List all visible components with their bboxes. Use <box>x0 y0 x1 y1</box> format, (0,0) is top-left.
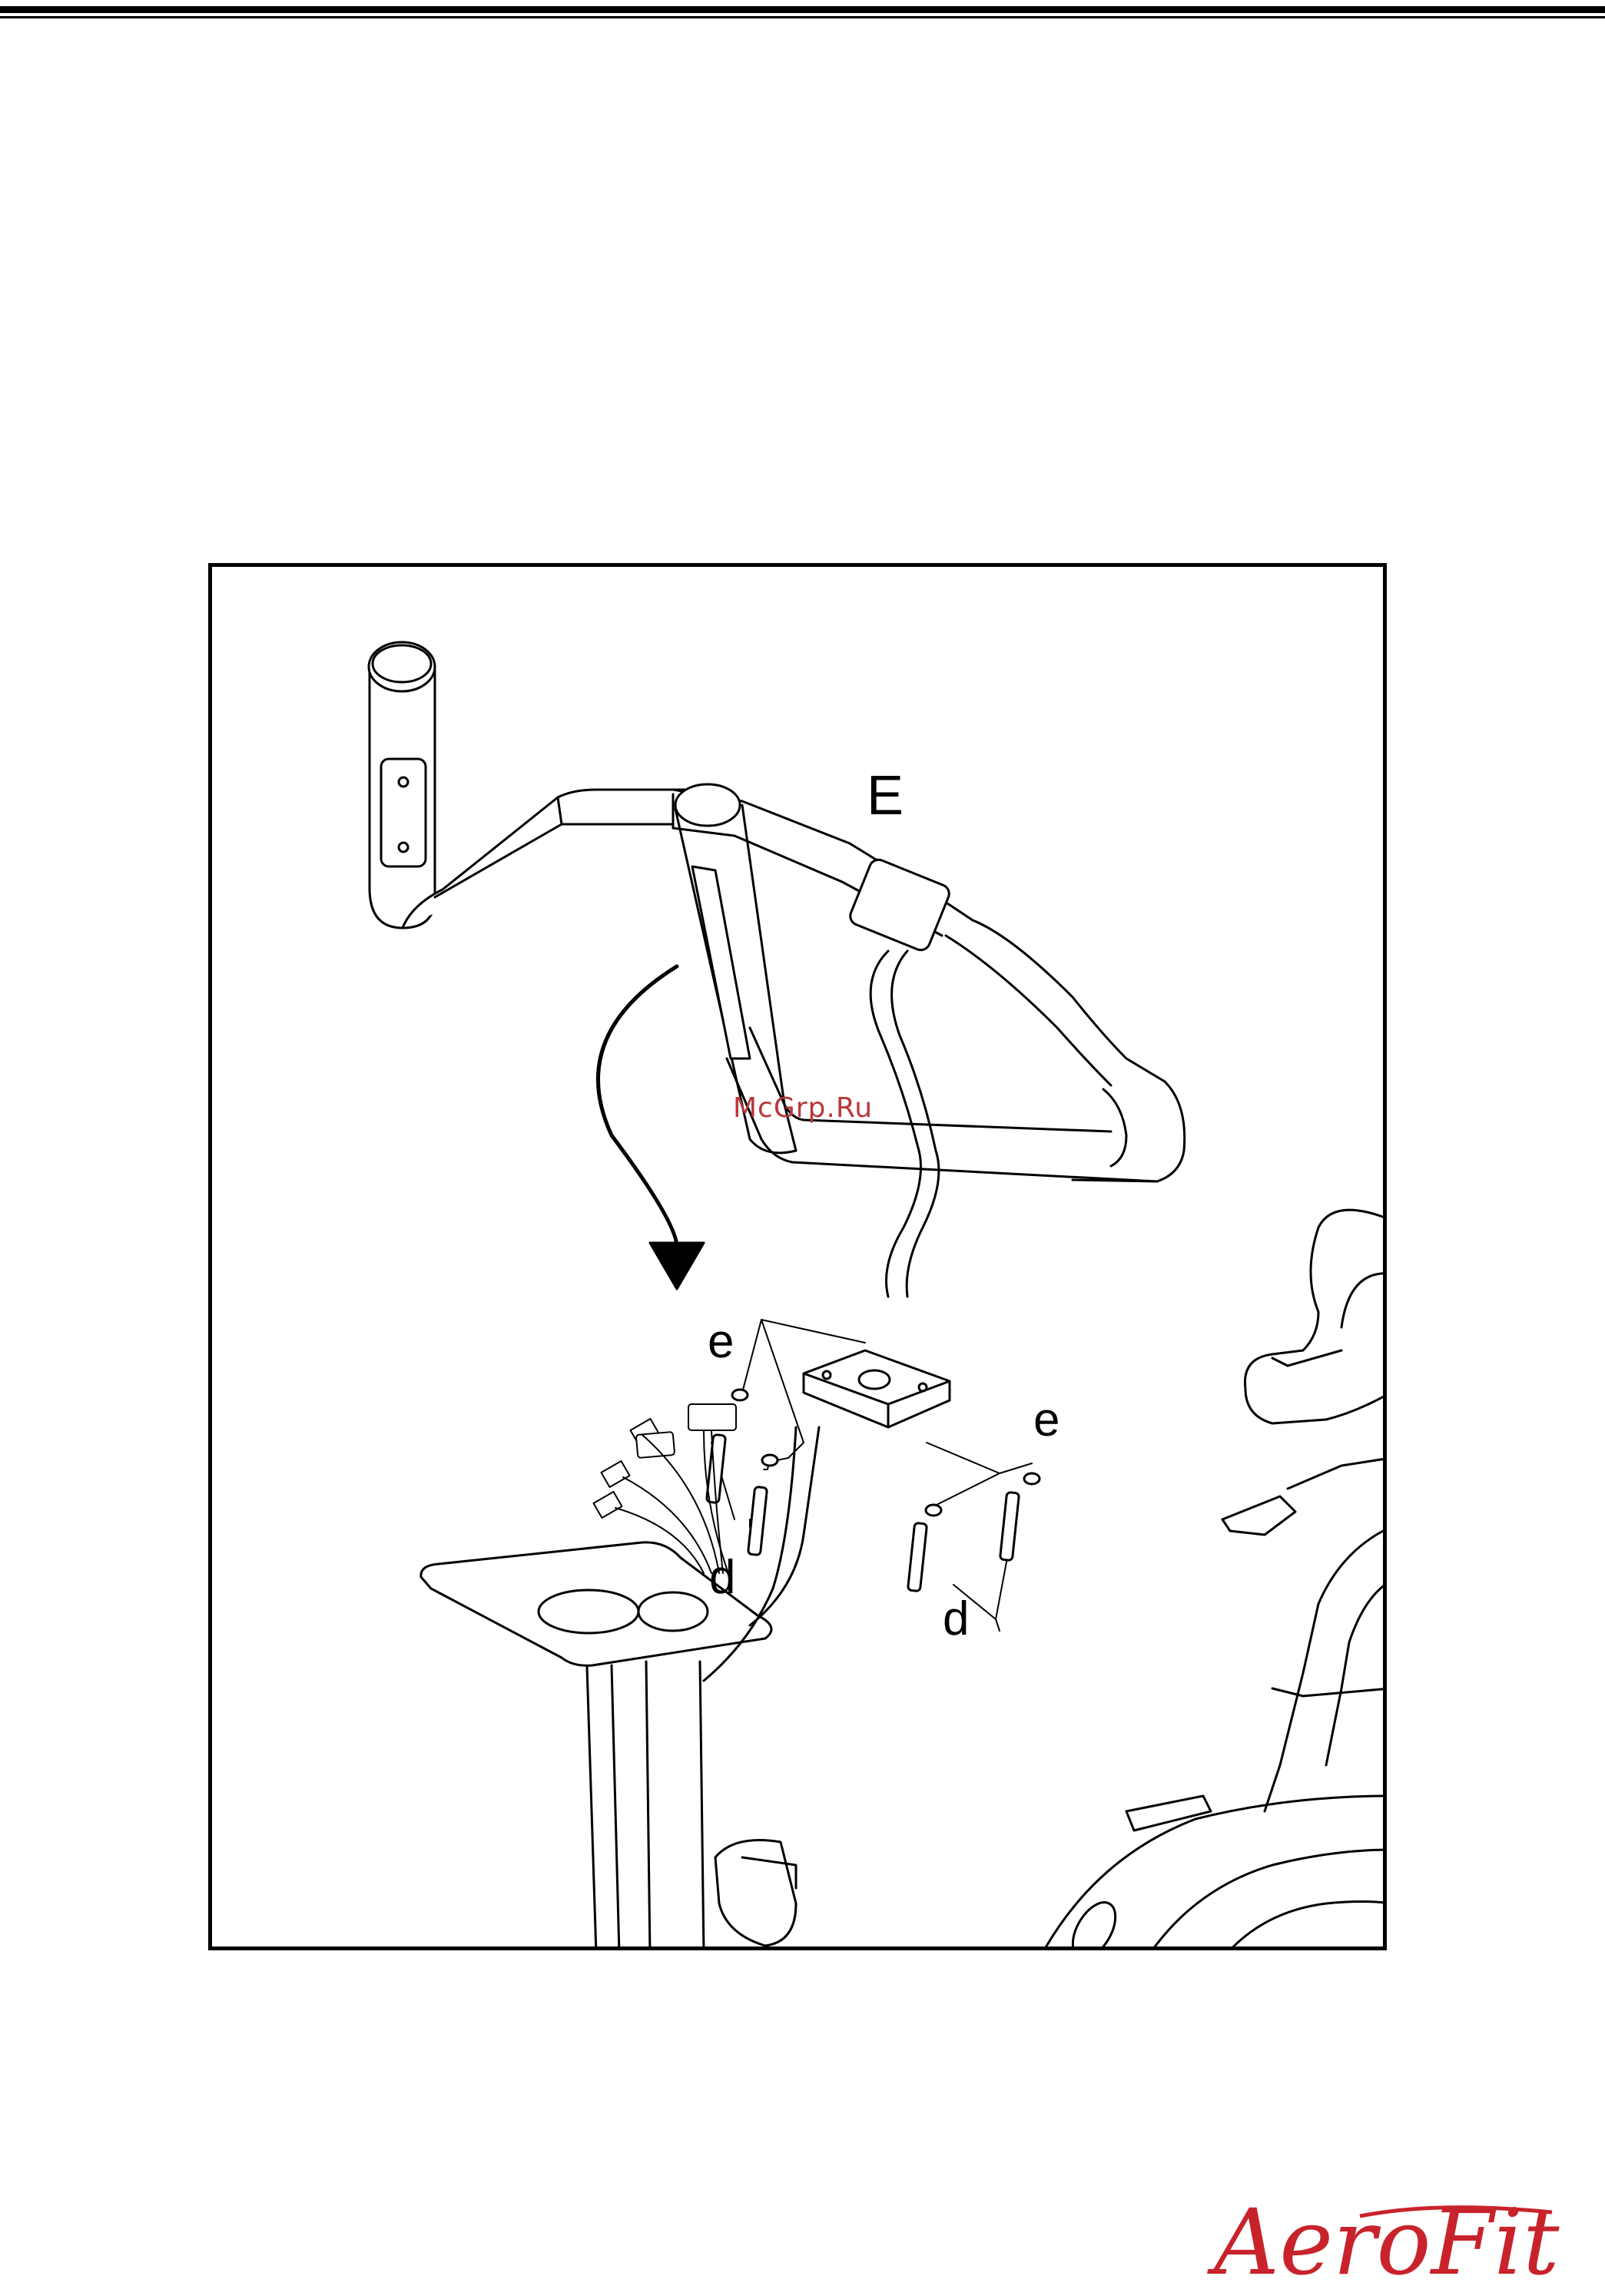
part-label-handlebar: E <box>867 768 904 823</box>
header-rule-thin <box>0 16 1605 18</box>
part-label-bolt-right: d <box>943 1595 969 1643</box>
header-rule-thick <box>0 6 1605 13</box>
assembly-figure: E e e d d McGrp.Ru <box>208 563 1387 1950</box>
watermark: McGrp.Ru <box>733 1092 873 1124</box>
handlebar-part <box>369 642 1185 1297</box>
mount-bracket <box>804 1350 950 1427</box>
seat-and-frame <box>1042 1210 1387 1950</box>
part-label-washer-left: e <box>708 1318 734 1366</box>
bolts <box>706 1434 1019 1591</box>
brand-logo-text: AeroFit <box>1207 2189 1560 2293</box>
part-label-washer-right: e <box>1033 1396 1059 1444</box>
direction-arrow-icon <box>598 966 704 1289</box>
assembly-drawing <box>212 567 1387 1950</box>
brand-logo: AeroFit <box>1206 2185 1560 2293</box>
part-label-bolt-left: d <box>709 1554 735 1602</box>
washers <box>732 1390 1040 1516</box>
